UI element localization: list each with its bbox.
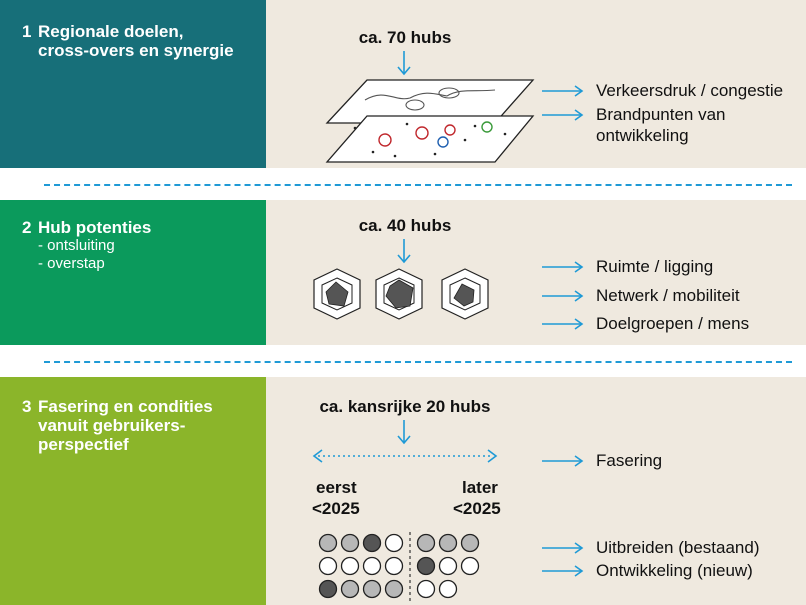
section-divider — [44, 361, 792, 363]
double-arrow-icon — [312, 449, 498, 463]
section-2-subitem-1: - ontsluiting — [38, 237, 115, 254]
phase-left-line-2: <2025 — [312, 499, 360, 518]
section-1-number: 1 — [22, 22, 32, 41]
section-2-title: 2 Hub potenties — [22, 218, 151, 237]
label-ontwikkeling: Ontwikkeling (nieuw) — [596, 561, 753, 580]
section-1-title: 1 Regionale doelen, cross-overs en synerg… — [22, 22, 234, 60]
section-2-title-line-1: Hub potenties — [38, 218, 152, 237]
label-brandpunten-line-2: ontwikkeling — [596, 126, 689, 145]
right-arrow-icon — [542, 318, 584, 330]
right-arrow-icon — [542, 85, 584, 97]
section-1-hub-count: ca. 70 hubs — [358, 28, 452, 47]
phase-left-line-1: eerst — [316, 478, 357, 497]
section-1-title-line-2: cross-overs en synergie — [38, 41, 234, 60]
right-arrow-icon — [542, 290, 584, 302]
phase-right-line-1: later — [462, 478, 498, 497]
section-3-sidebar: 3 Fasering en condities vanuit gebruikers… — [0, 377, 266, 605]
right-arrow-icon — [542, 109, 584, 121]
section-1-title-line-1: Regionale doelen, — [38, 22, 184, 41]
section-2-number: 2 — [22, 218, 32, 237]
right-arrow-icon — [542, 565, 584, 577]
right-arrow-icon — [542, 542, 584, 554]
label-brandpunten-line-1: Brandpunten van — [596, 105, 726, 124]
down-arrow-icon — [397, 51, 411, 76]
section-3-title: 3 Fasering en condities vanuit gebruikers… — [22, 397, 213, 454]
section-3-title-line-3: perspectief — [38, 435, 129, 454]
section-1-sidebar: 1 Regionale doelen, cross-overs en synerg… — [0, 0, 266, 168]
layered-map-icon — [325, 79, 535, 163]
right-arrow-icon — [542, 261, 584, 273]
down-arrow-icon — [397, 420, 411, 445]
label-verkeersdruk: Verkeersdruk / congestie — [596, 81, 784, 100]
section-3: 3 Fasering en condities vanuit gebruikers… — [0, 377, 806, 605]
label-fasering: Fasering — [596, 451, 663, 470]
label-doelgroepen: Doelgroepen / mens — [596, 314, 750, 333]
section-2-hub-count: ca. 40 hubs — [358, 216, 452, 235]
label-uitbreiden: Uitbreiden (bestaand) — [596, 538, 760, 557]
radar-chart-icon — [313, 268, 489, 320]
section-2-sidebar: 2 Hub potenties - ontsluiting - overstap — [0, 200, 266, 345]
section-3-title-line-2: vanuit gebruikers- — [38, 416, 186, 435]
down-arrow-icon — [397, 239, 411, 264]
section-3-number: 3 — [22, 397, 32, 416]
section-3-title-line-1: Fasering en condities — [38, 397, 213, 416]
label-netwerk: Netwerk / mobiliteit — [596, 286, 740, 305]
label-ruimte: Ruimte / ligging — [596, 257, 714, 276]
right-arrow-icon — [542, 455, 584, 467]
section-2-subitem-2: - overstap — [38, 255, 105, 272]
section-3-hub-count: ca. kansrijke 20 hubs — [319, 397, 491, 416]
hub-circles-grid — [318, 532, 480, 602]
phase-right-line-2: <2025 — [453, 499, 501, 518]
section-divider — [44, 184, 792, 186]
section-1: 1 Regionale doelen, cross-overs en synerg… — [0, 0, 806, 168]
